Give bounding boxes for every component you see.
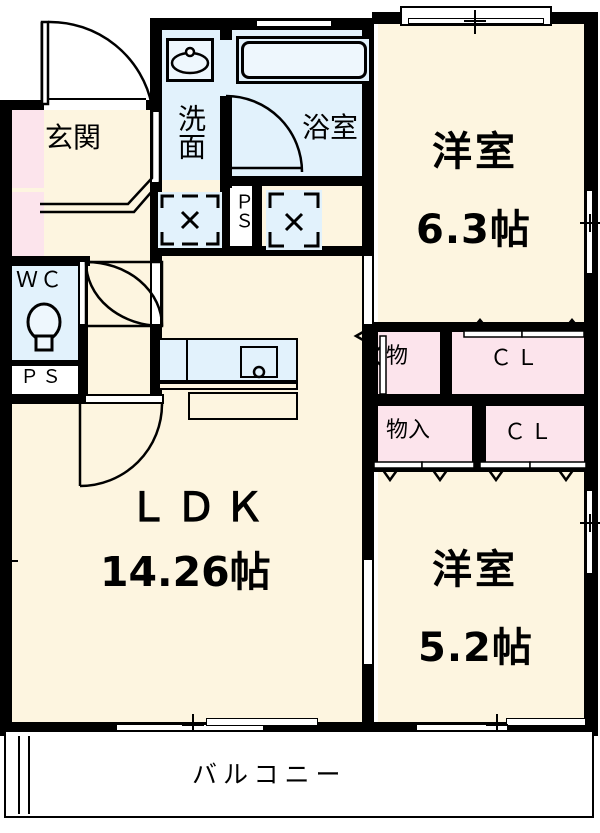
bedroom-north-entry-opening [362,256,374,324]
window-north-mullion-cross [464,20,486,22]
washing-machine-pan-icon-2 [266,190,322,250]
kitchen-cabinet-icon [188,392,298,420]
ldk-door-opening [86,394,162,404]
label-bathroom: 浴室 [302,111,359,144]
shoe-cabinet-lower [12,192,44,262]
balcony-left-divider-b [28,736,30,814]
entrance-door-swing-icon [40,20,154,107]
ldk-door-line-a [86,394,162,396]
pipe-shaft-1-floor [10,364,78,396]
label-living-size: 14.26帖 [100,548,271,596]
genkan-step-line [40,108,162,214]
window-ldk-balcony-mullion-cross [182,724,204,726]
bath-door-swing-icon [225,94,304,173]
kitchen-faucet-icon [252,365,266,379]
balcony-left-divider-a [18,736,20,814]
wall-closet-div-upper [440,328,452,396]
bedroom-north-floor [378,18,584,324]
pipe-shaft-2-floor [226,184,256,248]
closet-lower-floor [484,404,584,466]
wall-closet-mid [368,394,584,406]
wall-wc-ps-divider [10,360,78,366]
wall-left-outer [0,100,12,734]
window-bedroom-balcony-mullion-cross [486,724,508,726]
label-closet-upper: ＣＬ [490,346,543,371]
living-floor [10,400,362,728]
bath-door-opening [220,40,232,96]
wall-wc-right [78,256,88,404]
bedroom-south-entry-line-a [362,560,364,664]
wall-bedroom-north-left [362,18,374,328]
wall-washroom-right [220,96,232,188]
wall-right-outer [584,12,598,734]
label-bedroom-south: 洋室 [432,547,518,593]
label-bedroom-north-size: 6.3帖 [416,207,531,253]
label-washroom: 洗面 [174,104,207,160]
label-pipe-shaft-1: ＰＳ [20,366,65,388]
label-entrance: 玄関 [45,121,102,154]
wall-closet-bottom [368,462,584,472]
bedroom-south-entry-opening [362,560,374,664]
wall-genkan-bottom [0,256,90,266]
washing-machine-pan-icon [158,192,222,248]
window-bath-top [256,20,332,27]
window-ldk-balcony-right [206,718,318,726]
window-bedroom-balcony-right [506,718,586,726]
window-right-north-cross-h [589,214,591,232]
label-storage-oshiire: 物入 [386,418,431,443]
toilet-door-opening [78,262,88,324]
label-storage-small: 物 [386,344,409,369]
window-right-north [586,190,593,274]
closet-upper-floor [450,328,584,396]
bedroom-north-door-marker [353,326,371,346]
window-left-ldk-cross-v [2,560,18,562]
wall-closet-left [368,322,378,472]
toilet-icon [26,302,62,352]
kitchen-counter-front [158,382,298,390]
wall-closet-div-lower [472,402,486,466]
wall-bath-bottom [220,176,374,186]
window-right-south [586,490,593,574]
wall-washroom-right-upper [220,26,232,40]
storage-small-door-marker [368,335,387,395]
bedroom-south-entry-line-b [372,560,374,664]
label-bedroom-south-size: 5.2帖 [418,625,533,671]
label-balcony: バルコニー [192,760,347,789]
label-pipe-shaft-2: ＰＳ [231,192,254,230]
storage-oshiire-floor [378,404,474,466]
window-right-south-cross-h [589,514,591,532]
wall-closet-top [368,322,584,332]
entrance-door-jamb-line [44,98,146,100]
label-toilet: ＷＣ [16,268,65,293]
wall-washer-ps-top [220,180,262,186]
entrance-door-opening [44,100,146,110]
wall-washer-ps-right [252,180,262,250]
window-bedroom-balcony-mullion [496,714,498,740]
label-closet-lower: ＣＬ [504,420,557,445]
bathtub-inner [241,41,367,79]
balcony-rail [4,730,594,818]
window-ldk-balcony-mullion [192,714,194,740]
wall-washer-ps-left [220,180,230,250]
wall-washer-bottom [150,246,374,256]
bedroom-north-entry-line-b [372,256,374,324]
label-living: ＬＤＫ [128,485,272,531]
window-north-mullion [474,10,476,34]
bedroom-north-entry-line-a [362,256,364,324]
shoe-cabinet-upper [12,108,44,188]
closet-lower-door-markers [373,461,587,483]
kitchen-stove-divider [186,340,188,380]
bedroom-south-floor [378,470,584,728]
washbasin-bowl-icon [170,46,210,75]
wall-ps1-bottom [0,394,88,404]
toilet-door-line-a [78,262,80,324]
ldk-door-swing-icon [78,403,164,488]
ldk-door-line-b [86,402,162,404]
label-bedroom-north: 洋室 [432,129,518,175]
storage-small-floor [378,328,440,396]
closet-upper-door-markers [463,318,585,338]
toilet-door-swing-icon [84,260,164,328]
